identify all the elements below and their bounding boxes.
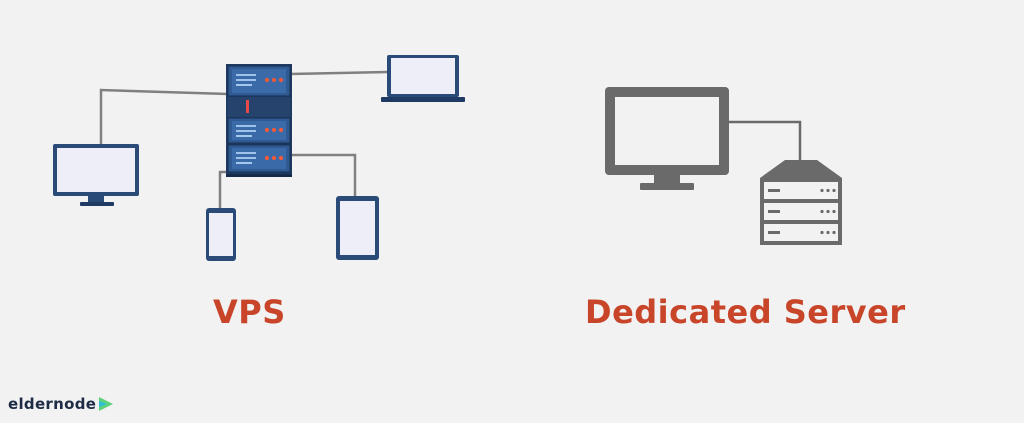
- line-server-to-laptop: [289, 70, 389, 76]
- vps-connection-lines: [99, 70, 389, 210]
- monitor-icon: [605, 87, 729, 190]
- vps-label: VPS: [213, 293, 286, 331]
- dedicated-connection-line: [728, 120, 802, 160]
- line-server-to-desktop: [99, 88, 229, 144]
- tablet-icon: [336, 196, 379, 260]
- eldernode-logo: eldernode: [8, 395, 115, 413]
- line-server-to-phone: [218, 170, 228, 210]
- server-icon: [760, 160, 842, 245]
- dedicated-server-label: Dedicated Server: [585, 293, 906, 331]
- line-server-to-tablet: [290, 153, 357, 197]
- smartphone-icon: [206, 208, 236, 261]
- laptop-icon: [381, 55, 465, 102]
- play-arrow-logo-mark: [99, 397, 114, 411]
- server-rack-icon: [226, 64, 292, 177]
- desktop-monitor-icon: [53, 144, 139, 206]
- logo-text: eldernode: [8, 395, 97, 413]
